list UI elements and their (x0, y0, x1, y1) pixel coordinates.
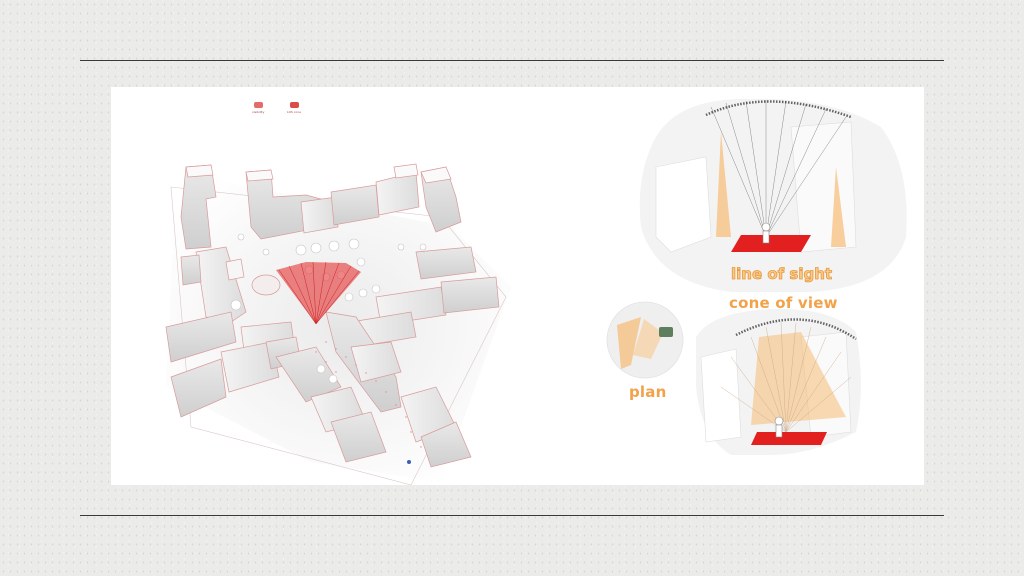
legend-item-los: LOS cone (287, 102, 301, 114)
top-rule (80, 60, 944, 61)
building-blocks (165, 163, 500, 468)
plaza-disk (251, 274, 281, 296)
urban-axonometric-model (165, 98, 907, 485)
diagram-panel: visibility LOS cone (111, 87, 924, 485)
legend-label: LOS cone (287, 110, 302, 114)
bottom-rule (80, 515, 944, 516)
cone-of-view-label: cone of view (729, 294, 838, 312)
grid-dots (315, 341, 422, 448)
legend-item-visibility: visibility (252, 102, 264, 114)
view-cone (276, 261, 361, 325)
legend-label: visibility (252, 110, 265, 114)
marker-dot (407, 460, 411, 464)
legend-swatch (289, 102, 299, 108)
plan-label: plan (629, 383, 667, 401)
plan-view-circle (606, 301, 684, 379)
cone-of-view-perspective (696, 308, 861, 455)
line-of-sight-label: line of sight (731, 265, 833, 284)
legend-swatch (253, 102, 263, 108)
figure-icon (761, 222, 771, 244)
viewer-icon (659, 327, 673, 337)
line-of-sight-view (639, 98, 907, 292)
figure-icon (774, 416, 784, 438)
